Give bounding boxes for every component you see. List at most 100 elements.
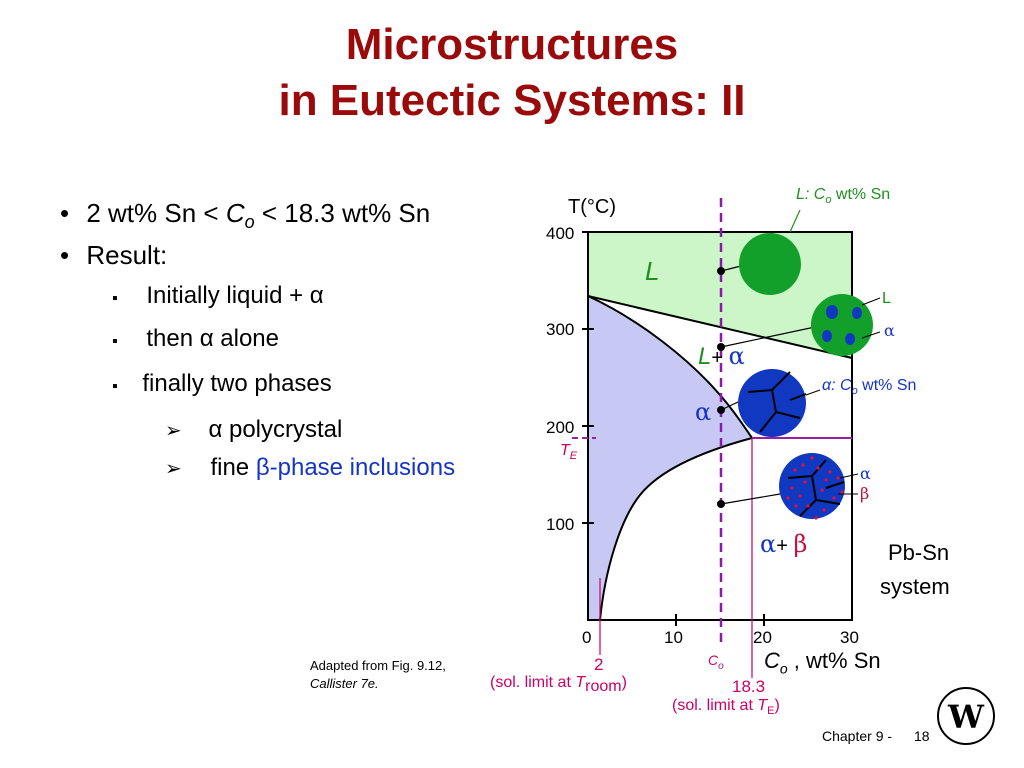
x-tick-label: 0 <box>582 628 592 647</box>
alpha-nucleus <box>845 333 855 345</box>
region-l: L <box>698 343 712 370</box>
page-number: 18 <box>914 728 930 744</box>
co-marker: Co <box>708 652 724 672</box>
x-tick-label: 20 <box>753 628 772 647</box>
te-label: TE <box>560 442 577 462</box>
logo-letters: W <box>947 698 985 736</box>
sub-bullet-1: ▪ Initially liquid + α <box>112 282 324 310</box>
leader-alpha-beta <box>720 493 781 505</box>
region-ab-alpha: α <box>760 530 777 558</box>
alpha-region <box>588 296 752 620</box>
sol-room-pre: (sol. limit at <box>490 674 576 691</box>
solidus-line <box>587 295 753 439</box>
bullet-2: • Result: <box>60 240 167 271</box>
y-axis-label: T(°C) <box>568 196 616 218</box>
bullet-dot: • <box>60 240 70 270</box>
sol-te-pre: (sol. limit at <box>672 697 758 714</box>
sol-te-sub: E <box>767 705 775 718</box>
beta-inclusions <box>786 456 844 520</box>
te-sub: E <box>569 450 578 463</box>
region-liquid-alpha-label: L+ α <box>698 342 745 371</box>
liquid-label-leader <box>789 209 801 233</box>
title-line-2: in Eutectic Systems: II <box>278 76 746 125</box>
region-ab-beta: β <box>793 530 808 558</box>
publisher-logo: W <box>937 687 995 745</box>
sub-bullet-3-text: finally two phases <box>142 370 332 397</box>
liq-label-rest: wt% Sn <box>831 186 891 203</box>
sub-bullet-2-text: then α alone <box>146 325 279 352</box>
square-marker: ▪ <box>112 333 118 350</box>
te-t: T <box>560 442 570 459</box>
region-plus: + <box>711 347 729 369</box>
chapter-label: Chapter 9 - <box>822 728 893 744</box>
alpha-comp-pre: α: C <box>822 377 852 394</box>
grain-boundaries <box>747 371 807 433</box>
alpha-comp-o: o <box>851 385 858 398</box>
alpha-nucleus <box>852 307 862 319</box>
y-tick-label: 100 <box>546 515 575 534</box>
bullet-1: • 2 wt% Sn < Co < 18.3 wt% Sn <box>60 198 430 233</box>
tertiary-bullet-2-pre: fine <box>210 454 256 481</box>
alpha-comp-rest: wt% Sn <box>857 377 917 394</box>
x-tick-label: 10 <box>664 628 683 647</box>
x-axis-o: o <box>779 660 788 677</box>
solvus-line <box>599 437 753 621</box>
sub-bullet-1-text: Initially liquid + α <box>146 282 324 309</box>
adapted-from-line-2: Callister 7e. <box>310 676 379 691</box>
bullet-1-pre: 2 wt% Sn < <box>86 198 226 228</box>
adapted-from-line-1: Adapted from Fig. 9.12, <box>310 658 446 673</box>
x-axis-label: Co , wt% Sn <box>764 648 881 676</box>
legend-alpha-2: α <box>860 464 871 483</box>
value-2: 2 <box>594 655 604 674</box>
alpha-sphere <box>738 369 806 437</box>
liquid-composition-label: L: Co wt% Sn <box>796 186 890 206</box>
alpha-composition-label: α: Co wt% Sn <box>822 377 916 397</box>
bullet-dot: • <box>60 198 70 228</box>
legend-leader-alpha2 <box>839 473 859 479</box>
co-c: C <box>708 652 719 668</box>
co-o: o <box>718 660 724 672</box>
bullet-1-c: C <box>225 198 245 228</box>
region-alpha: α <box>728 342 745 370</box>
sol-te-t: T <box>757 697 768 714</box>
legend-leader-L <box>861 297 881 306</box>
x-tick-label: 30 <box>840 628 859 647</box>
legend-alpha: α <box>884 321 895 340</box>
title-line-1: Microstructures <box>345 20 679 69</box>
region-ab-plus: + <box>776 535 794 557</box>
y-tick-label: 400 <box>546 224 575 243</box>
sub-bullet-2: ▪ then α alone <box>112 325 279 353</box>
alpha-comp-leader <box>805 389 821 396</box>
liquid-alpha-sphere <box>811 294 873 356</box>
value-18-3: 18.3 <box>732 677 766 696</box>
arrow-marker: ➢ <box>165 458 182 480</box>
sol-limit-room: (sol. limit at Troom) <box>490 674 627 696</box>
liq-label-pre: L: C <box>796 186 826 203</box>
region-alpha-label: α <box>695 398 712 426</box>
x-axis-rest: , wt% Sn <box>787 648 881 673</box>
tertiary-bullet-2-beta: β <box>255 454 270 481</box>
sol-room-sub: room <box>585 678 622 696</box>
sol-room-t: T <box>575 674 586 691</box>
grain-boundaries-ab <box>787 459 845 517</box>
arrow-marker: ➢ <box>165 420 182 442</box>
leader-liquid-alpha <box>720 326 816 348</box>
x-axis-c: C <box>764 648 780 673</box>
sol-room-post: ) <box>621 674 627 691</box>
square-marker: ▪ <box>112 378 118 395</box>
legend-leader-alpha <box>861 331 881 339</box>
y-tick-label: 300 <box>546 320 575 339</box>
region-liquid-label: L <box>645 256 660 286</box>
bullet-1-post: < 18.3 wt% Sn <box>254 198 431 228</box>
alpha-nucleus <box>822 330 832 342</box>
sub-bullet-3: ▪ finally two phases <box>112 370 332 398</box>
legend-L: L <box>882 290 891 307</box>
tertiary-bullet-2: ➢ fine β-phase inclusions <box>165 454 455 482</box>
sol-te-post: ) <box>774 697 780 714</box>
region-alpha-beta-label: α+ β <box>760 530 807 559</box>
tertiary-bullet-1-text: α polycrystal <box>208 416 343 443</box>
square-marker: ▪ <box>112 290 118 307</box>
liq-label-o: o <box>825 194 832 207</box>
